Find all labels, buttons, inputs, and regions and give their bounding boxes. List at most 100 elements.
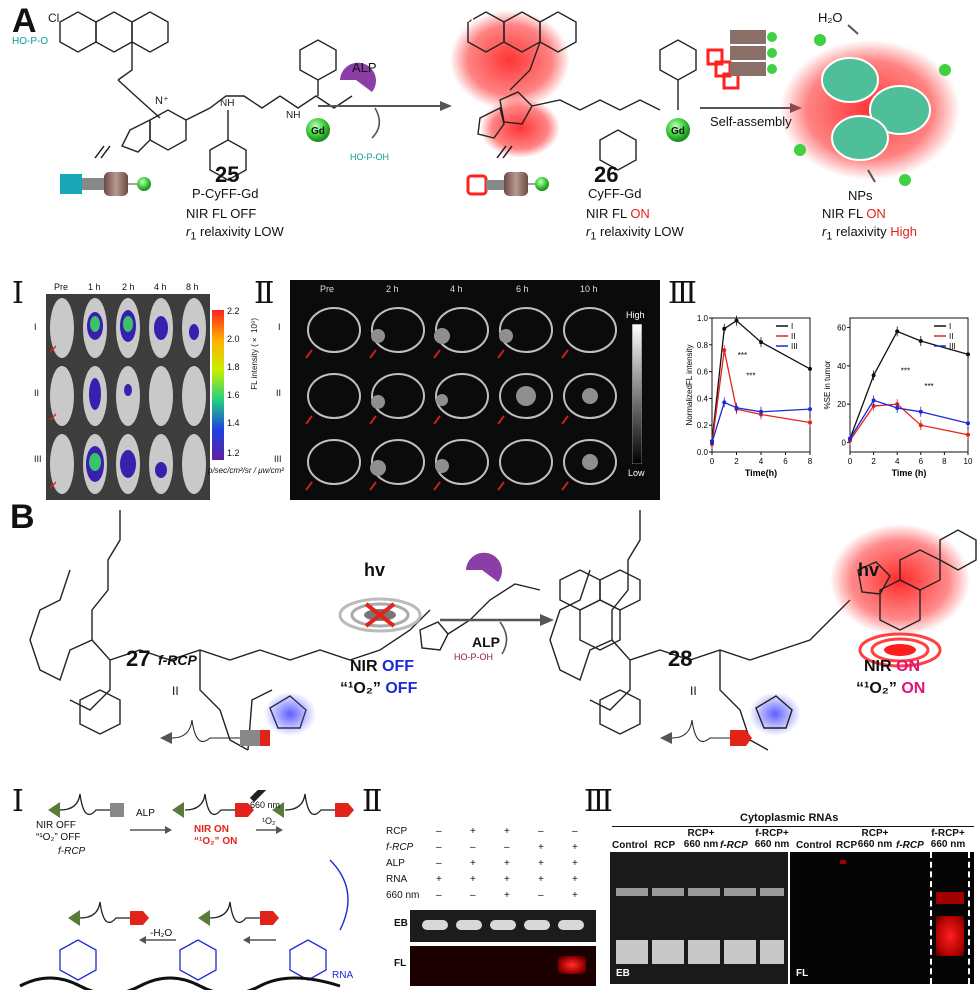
n-plus-label: N⁺ xyxy=(155,95,169,107)
gel-mark: – xyxy=(572,826,578,837)
chloro-label-26: Cl xyxy=(462,11,474,25)
probe-25-cartoon xyxy=(60,145,151,196)
compound-27-name: f-RCP xyxy=(158,652,197,668)
x-tick-label: 0 xyxy=(710,457,715,466)
col-rcp-660-fl: RCP+ 660 nm xyxy=(857,828,893,850)
y-tick-label: 60 xyxy=(837,324,846,333)
roman-27: II xyxy=(172,684,179,698)
b-i-nir-off: NIR OFF xyxy=(36,820,76,831)
hv-label-27: hv xyxy=(364,560,386,580)
x-tick-label: 2 xyxy=(871,457,876,466)
self-assembly-icon xyxy=(706,30,777,90)
gel-row-label: RCP xyxy=(386,826,408,837)
gel-mark: – xyxy=(538,890,544,901)
nir-on-icon xyxy=(858,632,942,668)
y-axis-label: NormalizedFL intensity xyxy=(685,344,694,425)
y-tick-label: 0.6 xyxy=(697,368,709,377)
compound-27-nir: NIR OFF xyxy=(350,658,415,675)
x-tick-label: 2 xyxy=(734,457,739,466)
molecule-28-dye xyxy=(857,529,977,631)
panel-b-i-numeral: Ⅰ xyxy=(12,785,24,818)
mri-time-6h: 6 h xyxy=(516,284,529,294)
chloro-label: Cl xyxy=(48,11,59,25)
fl-row-ii: II xyxy=(34,388,40,398)
compound-27-number: 27 xyxy=(126,646,151,671)
x-tick-label: 4 xyxy=(759,457,764,466)
mri-time-2h: 2 h xyxy=(386,284,399,294)
gel-mark: + xyxy=(572,874,578,885)
col-frcp-eb: f-RCP xyxy=(720,840,748,851)
mri-time-pre: Pre xyxy=(320,284,335,294)
gel-mark: + xyxy=(470,874,476,885)
b-i-water: -H₂O xyxy=(150,928,173,939)
x-tick-label: 10 xyxy=(964,457,973,466)
gel-fl-label: FL xyxy=(394,958,407,969)
compound-27-o2: “¹O₂” OFF xyxy=(340,680,418,697)
colorbar-tick-16: 1.6 xyxy=(227,390,240,400)
significance-marker: *** xyxy=(924,382,933,391)
colorbar-tick-20: 2.0 xyxy=(227,334,240,344)
colorbar-tick-18: 1.8 xyxy=(227,362,240,372)
y-tick-label: 20 xyxy=(837,400,846,409)
gel-mark: + xyxy=(504,826,510,837)
col-rcp-660-eb: RCP+ 660 nm xyxy=(683,828,719,850)
x-tick-label: 0 xyxy=(848,457,853,466)
gel-mark: + xyxy=(436,874,442,885)
colorbar-tick-14: 1.4 xyxy=(227,418,240,428)
peptide-27-structure xyxy=(29,510,641,751)
hv-label-28: hv xyxy=(858,560,880,580)
colorbar-units: p/sec/cm²/sr / μw/cm² xyxy=(208,466,284,475)
legend-label: III xyxy=(791,342,798,351)
panel-a-letter: A xyxy=(12,2,37,40)
significance-marker: *** xyxy=(738,351,747,360)
phosphate-release-b: HO-P-OH xyxy=(454,652,493,662)
self-assembly-label: Self-assembly xyxy=(710,114,792,129)
significance-marker: *** xyxy=(901,367,910,376)
mri-row-ii: II xyxy=(276,388,282,398)
fl-time-4h: 4 h xyxy=(154,282,167,292)
probe-28-cartoon xyxy=(660,719,752,746)
gel-mark: – xyxy=(470,890,476,901)
x-tick-label: 8 xyxy=(808,457,813,466)
plot-frame xyxy=(849,317,969,453)
gel-mark: – xyxy=(436,842,442,853)
col-frcp-660-eb: f-RCP+ 660 nm xyxy=(754,828,790,850)
legend-label: II xyxy=(791,332,795,341)
panel-b-ii-numeral: Ⅱ xyxy=(362,785,383,818)
x-tick-label: 8 xyxy=(942,457,947,466)
gel-mark: + xyxy=(504,890,510,901)
gel-mark: – xyxy=(538,826,544,837)
legend-label: II xyxy=(949,332,953,341)
water-label: H₂O xyxy=(818,10,843,25)
series-line-ii xyxy=(711,350,811,445)
alp-label-b: ALP xyxy=(472,634,500,650)
cytoplasmic-eb-label: EB xyxy=(616,968,630,979)
gel-row-label: 660 nm xyxy=(386,890,420,901)
laser-pointer-icon xyxy=(249,790,267,803)
roman-28: II xyxy=(690,684,697,698)
significance-marker: *** xyxy=(746,371,755,380)
colorbar-tick-12: 1.2 xyxy=(227,448,240,458)
gel-row-label: ALP xyxy=(386,858,405,869)
compound-26-number: 26 xyxy=(594,162,619,187)
gel-condition-table: RCP–++––f-RCP–––++ALP–++++RNA+++++660 nm… xyxy=(386,826,590,916)
gel-mark: + xyxy=(538,858,544,869)
nps-nir: NIR FL ON xyxy=(822,206,886,221)
peptide-28-structure xyxy=(549,510,851,751)
gel-mark: – xyxy=(470,842,476,853)
panel-a-iii-numeral: Ⅲ xyxy=(668,277,697,310)
gel-mark: – xyxy=(436,890,442,901)
compound-28-nir: NIR ON xyxy=(864,658,921,675)
mri-time-4h: 4 h xyxy=(450,284,463,294)
gel-eb-label: EB xyxy=(394,918,408,929)
fluorescence-image-grid: Pre 1 h 2 h 4 h 8 h I II III xyxy=(34,282,210,500)
compound-25-number: 25 xyxy=(215,162,240,187)
mri-image-grid: Pre 2 h 4 h 6 h 10 h High Low xyxy=(290,280,660,500)
fl-time-1h: 1 h xyxy=(88,282,101,292)
gel-mark: + xyxy=(504,874,510,885)
b-i-nir-on: NIR ON xyxy=(194,824,229,835)
cytoplasmic-fl-label: FL xyxy=(796,968,809,979)
panel-b-scheme: HO-P-OH xyxy=(29,510,977,751)
panel-a-scheme: Cl HO-P-O N⁺ NH NH Gd HO-P-OH Cl Gd xyxy=(12,10,960,196)
